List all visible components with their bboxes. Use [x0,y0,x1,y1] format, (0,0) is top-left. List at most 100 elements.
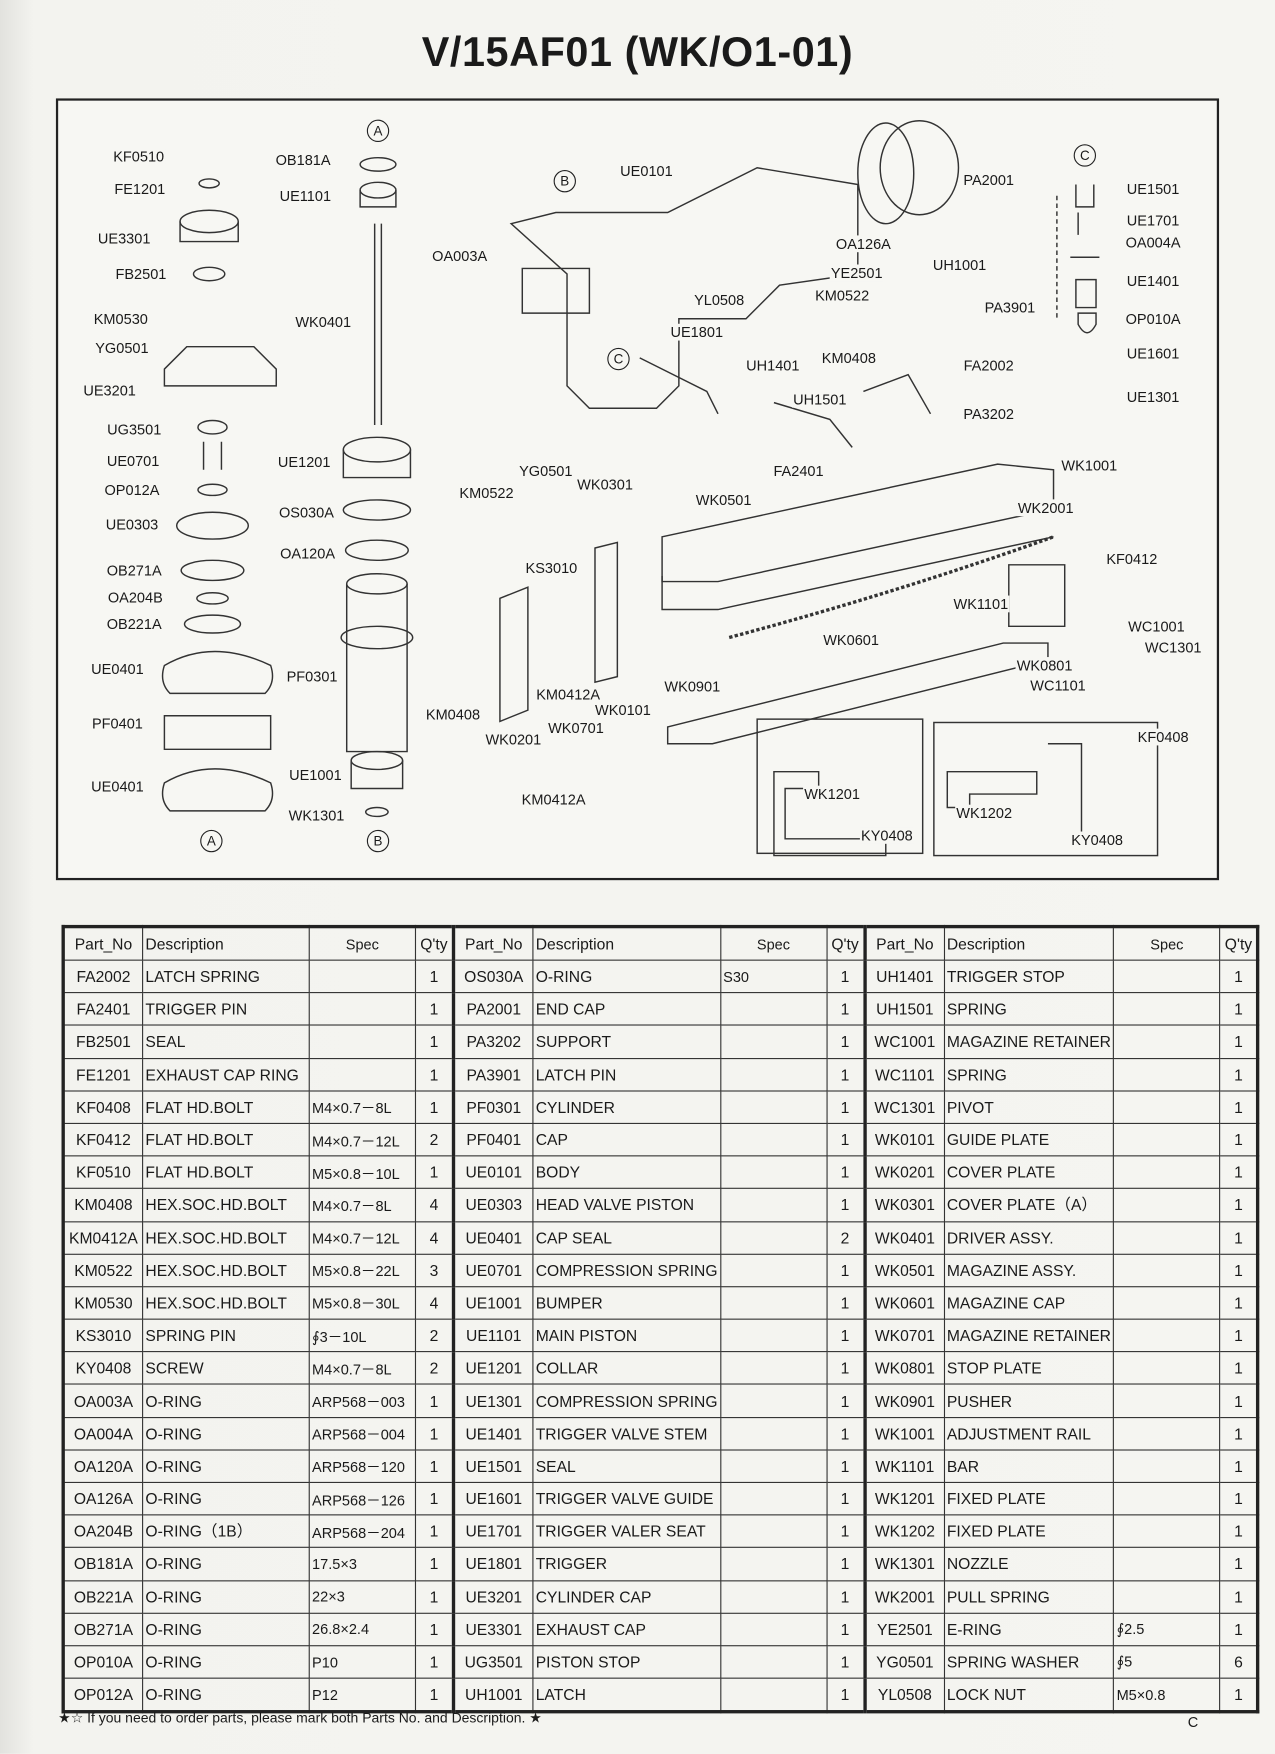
spec-cell [719,1351,828,1386]
part-callout-label: KF0408 [1136,728,1190,746]
description-cell: COVER PLATE [943,1155,1115,1190]
description-cell: HEX.SOC.HD.BOLT [142,1188,310,1222]
part-callout-label: KM0408 [820,349,878,367]
quantity-cell: 1 [1219,1253,1259,1288]
description-cell: MAGAZINE RETAINER [943,1318,1115,1353]
part-callout-label: WK0101 [593,701,652,719]
spec-cell [719,1416,828,1451]
section-callout-circle: C [607,347,630,371]
part-no-cell: YG0501 [862,1645,945,1679]
quantity-cell: 1 [826,1188,866,1222]
spec-cell: M5×0.8 [1113,1677,1221,1713]
description-cell: O-RING [142,1677,310,1713]
spec-cell [1113,1155,1221,1190]
part-callout-label: WC1101 [1029,677,1087,694]
part-no-cell: UE1301 [451,1383,534,1418]
part-callout-label: UH1401 [745,357,801,375]
inset-wk1202-box [933,721,1159,857]
part-callout-label: OA204B [106,588,164,606]
part-callout-label: KM0522 [458,484,515,502]
part-callout-label: PF0301 [285,668,339,686]
part-no-cell: WK1202 [862,1514,945,1549]
spec-cell [1113,1547,1221,1581]
quantity-cell: 1 [826,1351,866,1386]
spec-cell [719,1188,828,1222]
quantity-cell: 1 [1219,1351,1259,1386]
part-no-cell: OA120A [62,1449,144,1484]
part-callout-label: PF0401 [90,715,145,732]
quantity-cell: 1 [414,1416,455,1451]
part-no-cell: KF0408 [62,1090,144,1124]
part-callout-label: KM0408 [424,706,482,724]
quantity-cell: 1 [826,1090,866,1124]
part-no-cell: PA3901 [451,1057,534,1092]
part-no-cell: UE1201 [451,1351,534,1386]
description-cell: COMPRESSION SPRING [532,1253,721,1288]
spec-cell: 17.5×3 [308,1547,417,1581]
description-cell: CAP SEAL [532,1220,721,1255]
description-cell: LOCK NUT [943,1677,1115,1713]
part-no-cell: OA126A [62,1481,144,1516]
description-cell: SEAL [532,1449,721,1484]
description-cell: EXHAUST CAP [532,1612,721,1647]
spec-cell [1113,1188,1221,1222]
column-header-description: Description [943,926,1115,961]
part-callout-label: YE2501 [829,264,884,282]
part-callout-label: UE0701 [105,452,161,470]
spec-cell: M4×0.7－8L [308,1188,417,1222]
column-header-part-no: Part_No [62,926,144,961]
spec-cell [719,1514,828,1549]
description-cell: FLAT HD.BOLT [142,1155,310,1190]
part-no-cell: UE1601 [451,1481,534,1516]
part-callout-label: UH1501 [791,390,848,408]
description-cell: FIXED PLATE [943,1481,1115,1516]
part-no-cell: FA2401 [62,992,144,1026]
part-no-cell: WC1301 [862,1090,945,1124]
quantity-cell: 1 [1219,1286,1259,1320]
quantity-cell: 1 [826,1122,866,1157]
part-no-cell: UE0101 [451,1155,534,1190]
part-no-cell: UE1401 [451,1416,534,1451]
description-cell: E-RING [943,1612,1115,1647]
quantity-cell: 1 [1219,1449,1259,1484]
part-no-cell: OP010A [62,1645,144,1679]
part-callout-label: OB271A [105,561,163,579]
spec-cell: ARP568－126 [308,1481,417,1516]
quantity-cell: 1 [414,1449,455,1484]
quantity-cell: 1 [1219,1677,1259,1713]
part-callout-label: OB181A [274,151,332,169]
part-callout-label: WK0701 [546,719,605,737]
description-cell: O-RING [142,1612,310,1647]
part-callout-label: UE1301 [1125,388,1181,406]
quantity-cell: 1 [1219,1416,1259,1451]
quantity-cell: 1 [826,1677,866,1713]
part-callout-label: UH1001 [931,256,988,274]
section-callout-circle: A [366,119,390,143]
part-no-cell: UE0701 [451,1253,534,1288]
part-callout-label: UE1101 [278,187,333,205]
spec-cell [719,1547,828,1581]
description-cell: SPRING [943,1057,1115,1092]
spec-cell [1113,1090,1221,1124]
part-callout-label: WC1001 [1127,617,1186,635]
part-no-cell: UG3501 [451,1645,534,1679]
part-callout-label: KS3010 [524,559,579,577]
part-no-cell: WK1001 [862,1416,945,1451]
spec-cell [719,1481,828,1516]
spec-cell [719,1383,828,1418]
part-callout-label: UE0401 [90,777,145,795]
part-callout-label: WK0901 [663,678,722,696]
part-callout-label: KM0412A [535,686,602,703]
part-no-cell: UE1001 [451,1286,534,1320]
description-cell: HEX.SOC.HD.BOLT [142,1220,310,1255]
part-callout-label: WK2001 [1016,499,1075,517]
spec-cell [719,1220,828,1255]
